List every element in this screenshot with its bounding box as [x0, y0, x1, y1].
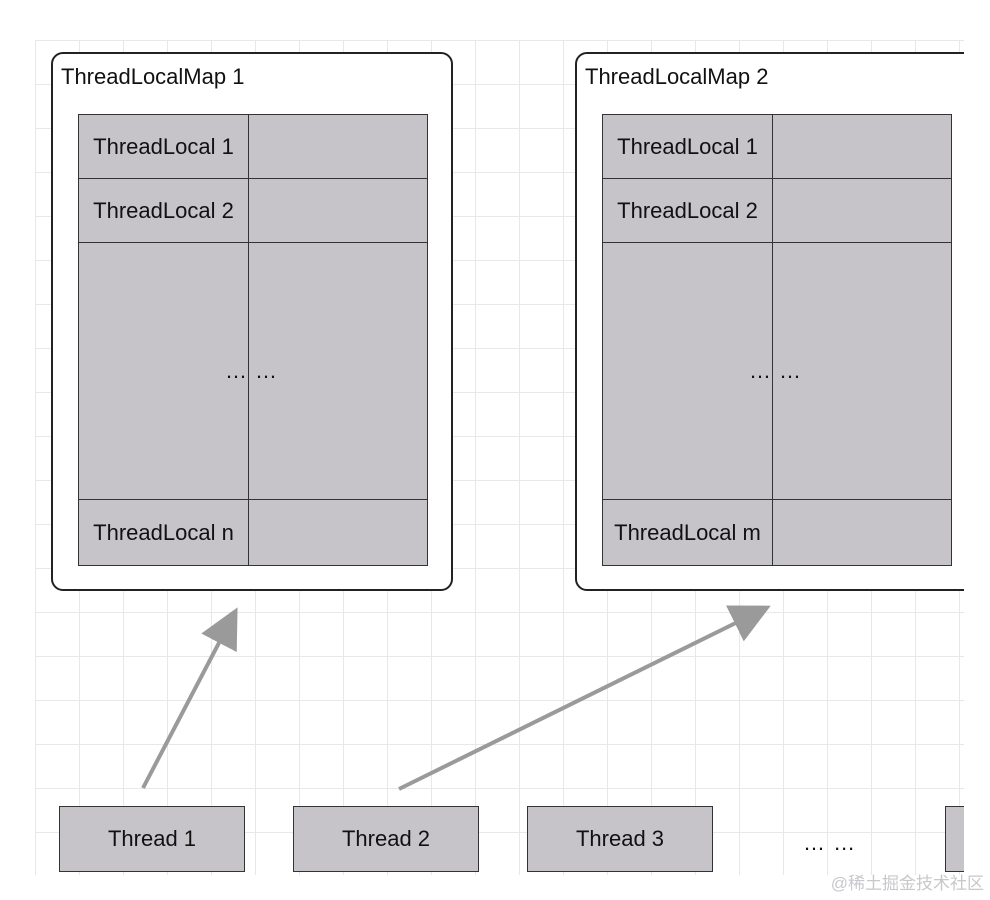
map-1-row-1-key: ThreadLocal 1 — [79, 115, 249, 178]
map-2-row-1: ThreadLocal 1 — [603, 115, 951, 179]
map-1-ellipsis-value: … — [255, 358, 278, 383]
thread-to-map-arrows — [141, 605, 771, 791]
diagram-canvas: ThreadLocalMap 1 ThreadLocal 1 ThreadLoc… — [35, 40, 964, 875]
map-2-row-m-key: ThreadLocal m — [603, 500, 773, 565]
threadlocalmap-1-box: ThreadLocalMap 1 ThreadLocal 1 ThreadLoc… — [51, 52, 453, 591]
map-1-ellipsis-key: … — [79, 243, 249, 499]
thread-3-box: Thread 3 — [527, 806, 713, 872]
threads-ellipsis: … … — [803, 830, 857, 855]
threadlocalmap-2-box: ThreadLocalMap 2 ThreadLocal 1 ThreadLoc… — [575, 52, 964, 591]
map-1-row-n-key: ThreadLocal n — [79, 500, 249, 565]
map-1-row-n: ThreadLocal n — [79, 500, 427, 565]
map-1-row-2: ThreadLocal 2 — [79, 179, 427, 243]
map-1-row-1: ThreadLocal 1 — [79, 115, 427, 179]
threadlocalmap-2-title: ThreadLocalMap 2 — [585, 64, 769, 89]
arrow-thread-2-to-map-2 — [398, 605, 771, 791]
threadlocalmap-1-title: ThreadLocalMap 1 — [61, 64, 245, 89]
map-2-ellipsis-key: … — [603, 243, 773, 499]
threadlocalmap-2-table: ThreadLocal 1 ThreadLocal 2 … … ThreadLo… — [602, 114, 952, 566]
thread-partial-box — [945, 806, 964, 872]
map-2-row-2: ThreadLocal 2 — [603, 179, 951, 243]
map-2-row-m: ThreadLocal m — [603, 500, 951, 565]
map-1-row-ellipsis: … … — [79, 243, 427, 500]
map-2-row-ellipsis: … … — [603, 243, 951, 500]
threadlocalmap-1-table: ThreadLocal 1 ThreadLocal 2 … … ThreadLo… — [78, 114, 428, 566]
thread-2-box: Thread 2 — [293, 806, 479, 872]
map-2-row-1-key: ThreadLocal 1 — [603, 115, 773, 178]
thread-1-box: Thread 1 — [59, 806, 245, 872]
watermark: @稀土掘金技术社区 — [830, 874, 984, 893]
map-2-row-2-key: ThreadLocal 2 — [603, 179, 773, 242]
arrow-thread-1-to-map-1 — [141, 607, 238, 789]
map-2-ellipsis-value: … — [779, 358, 802, 383]
map-1-row-2-key: ThreadLocal 2 — [79, 179, 249, 242]
